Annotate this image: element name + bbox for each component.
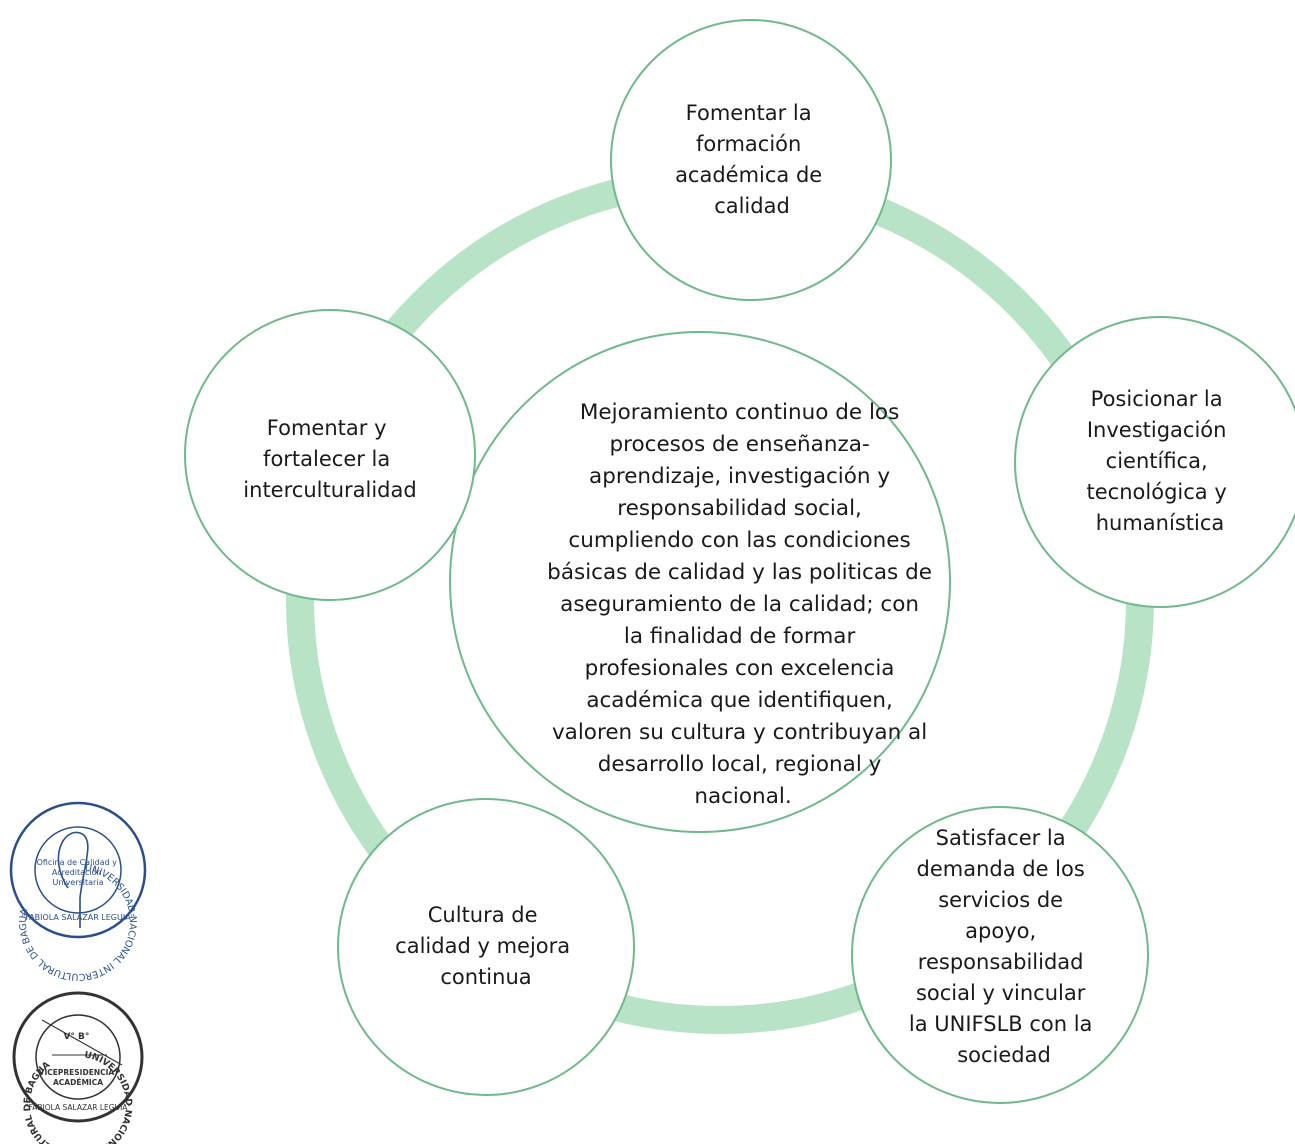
node-top-text: Fomentar la formación académica de calid… <box>675 101 829 218</box>
center-line: nacional. <box>694 784 791 809</box>
node-line: responsabilidad <box>918 950 1084 974</box>
node-line: científica, <box>1106 449 1208 473</box>
center-node-text: Mejoramiento continuo de los procesos de… <box>547 400 939 809</box>
node-left: Fomentar y fortalecer la interculturalid… <box>184 309 476 601</box>
node-line: social y vincular <box>916 981 1086 1005</box>
stamp-bottom-text: "FABIOLA SALAZAR LEGUIA" <box>22 913 135 922</box>
node-line: tecnológica y <box>1087 480 1227 504</box>
node-bottom-left: Cultura de calidad y mejora continua <box>337 798 635 1096</box>
stamp-oficina-calidad: UNIVERSIDAD NACIONAL INTERCULTURAL DE BA… <box>9 801 147 982</box>
node-bottom-right: Satisfacer la demanda de los servicios d… <box>851 806 1149 1104</box>
node-left-text: Fomentar y fortalecer la interculturalid… <box>243 416 416 502</box>
node-line: calidad y mejora <box>395 934 570 958</box>
center-line: aprendizaje, investigación y <box>589 464 890 489</box>
center-line: valoren su cultura y contribuyan al <box>552 720 927 745</box>
center-line: básicas de calidad y las politicas de <box>547 560 932 585</box>
center-line: responsabilidad social, <box>617 496 862 521</box>
node-line: Fomentar la <box>686 101 812 125</box>
center-line: académica que identifiquen, <box>586 688 893 713</box>
stamp-ring-text: UNIVERSIDAD NACIONAL INTERCULTURAL DE BA… <box>23 1050 133 1144</box>
node-line: apoyo, <box>965 919 1036 943</box>
center-line: desarrollo local, regional y <box>598 752 882 777</box>
stamp-inner-text: V° B° VICEPRESIDENCIA ACADÉMICA <box>39 1032 118 1087</box>
node-right: Posicionar la Investigación científica, … <box>1014 316 1295 608</box>
node-line: la UNIFSLB con la <box>909 1012 1093 1036</box>
node-line: Posicionar la <box>1091 387 1223 411</box>
node-line: Investigación <box>1087 418 1227 442</box>
stamp-inner-text: Oficina de Calidad y Acreditación Univer… <box>37 858 120 887</box>
node-line: fortalecer la <box>263 447 390 471</box>
stamp-vicepresidencia: UNIVERSIDAD NACIONAL INTERCULTURAL DE BA… <box>12 991 144 1144</box>
node-top: Fomentar la formación académica de calid… <box>610 19 892 301</box>
node-line: Cultura de <box>428 903 538 927</box>
node-bottom-left-text: Cultura de calidad y mejora continua <box>395 903 577 989</box>
node-line: continua <box>440 965 531 989</box>
signature-mark <box>41 1019 123 1066</box>
center-line: cumpliendo con las condiciones <box>568 528 910 553</box>
node-line: sociedad <box>957 1043 1051 1067</box>
center-line: aseguramiento de la calidad; con <box>560 592 919 617</box>
node-line: Fomentar y <box>267 416 387 440</box>
center-node: Mejoramiento continuo de los procesos de… <box>449 331 951 833</box>
node-line: académica de <box>675 163 822 187</box>
node-line: humanística <box>1096 511 1225 535</box>
node-right-text: Posicionar la Investigación científica, … <box>1087 387 1234 535</box>
center-line: la finalidad de formar <box>624 624 856 649</box>
node-bottom-right-text: Satisfacer la demanda de los servicios d… <box>909 826 1099 1067</box>
node-line: demanda de los <box>917 857 1085 881</box>
center-line: Mejoramiento continuo de los <box>580 400 899 425</box>
center-line: procesos de enseñanza- <box>609 432 869 457</box>
node-line: interculturalidad <box>243 478 416 502</box>
signature-mark <box>57 831 89 928</box>
node-line: calidad <box>714 194 790 218</box>
node-line: servicios de <box>938 888 1063 912</box>
stamp-bottom-text: "FABIOLA SALAZAR LEGUIA" <box>25 1103 131 1112</box>
node-line: Satisfacer la <box>936 826 1066 850</box>
center-line: profesionales con excelencia <box>585 656 895 681</box>
node-line: formación <box>696 132 801 156</box>
